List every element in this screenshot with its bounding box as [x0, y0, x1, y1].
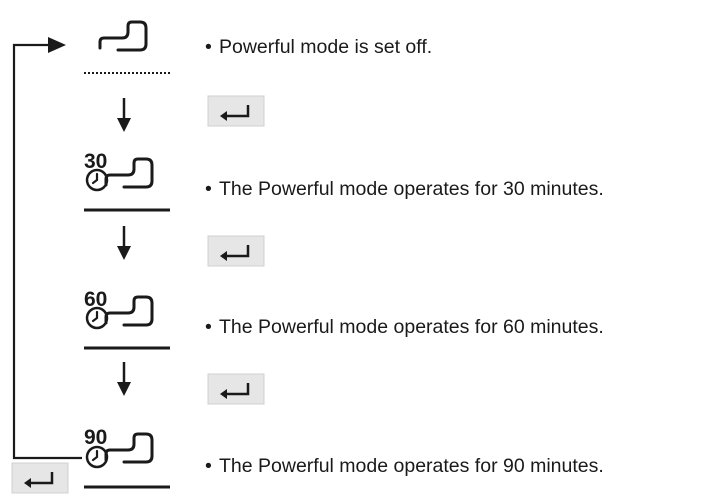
step-1-icon — [98, 20, 148, 52]
clock-icon — [85, 445, 109, 469]
clock-icon — [85, 306, 109, 330]
step-4-description: •The Powerful mode operates for 90 minut… — [205, 455, 604, 477]
step-3-timer-label: 60 — [84, 288, 107, 311]
powerful-mode-icon — [104, 295, 154, 327]
powerful-mode-icon — [98, 20, 148, 52]
step-4-icon: 90 — [84, 426, 154, 469]
step-2-icon: 30 — [84, 150, 154, 192]
step-2-description: •The Powerful mode operates for 30 minut… — [205, 178, 604, 200]
loop-back-arrowhead — [48, 37, 66, 53]
enter-key-icon[interactable] — [10, 461, 70, 495]
down-arrow-icon — [115, 360, 133, 398]
down-arrow-icon — [115, 96, 133, 134]
step-4-timer-label: 90 — [84, 426, 107, 449]
bullet: • — [205, 455, 212, 477]
clock-icon — [85, 168, 109, 192]
bullet: • — [205, 36, 212, 58]
powerful-mode-icon — [104, 432, 154, 464]
enter-key-icon[interactable] — [206, 234, 266, 268]
loop-back-line — [12, 43, 82, 460]
enter-key-icon[interactable] — [206, 372, 266, 406]
step-3-description: •The Powerful mode operates for 60 minut… — [205, 316, 604, 338]
step-1-description: •Powerful mode is set off. — [205, 36, 433, 58]
step-2-timer-label: 30 — [84, 150, 107, 173]
step-3-icon: 60 — [84, 288, 154, 330]
bullet: • — [205, 316, 212, 338]
bullet: • — [205, 178, 212, 200]
down-arrow-icon — [115, 224, 133, 262]
powerful-mode-icon — [104, 157, 154, 189]
enter-key-icon[interactable] — [206, 94, 266, 128]
